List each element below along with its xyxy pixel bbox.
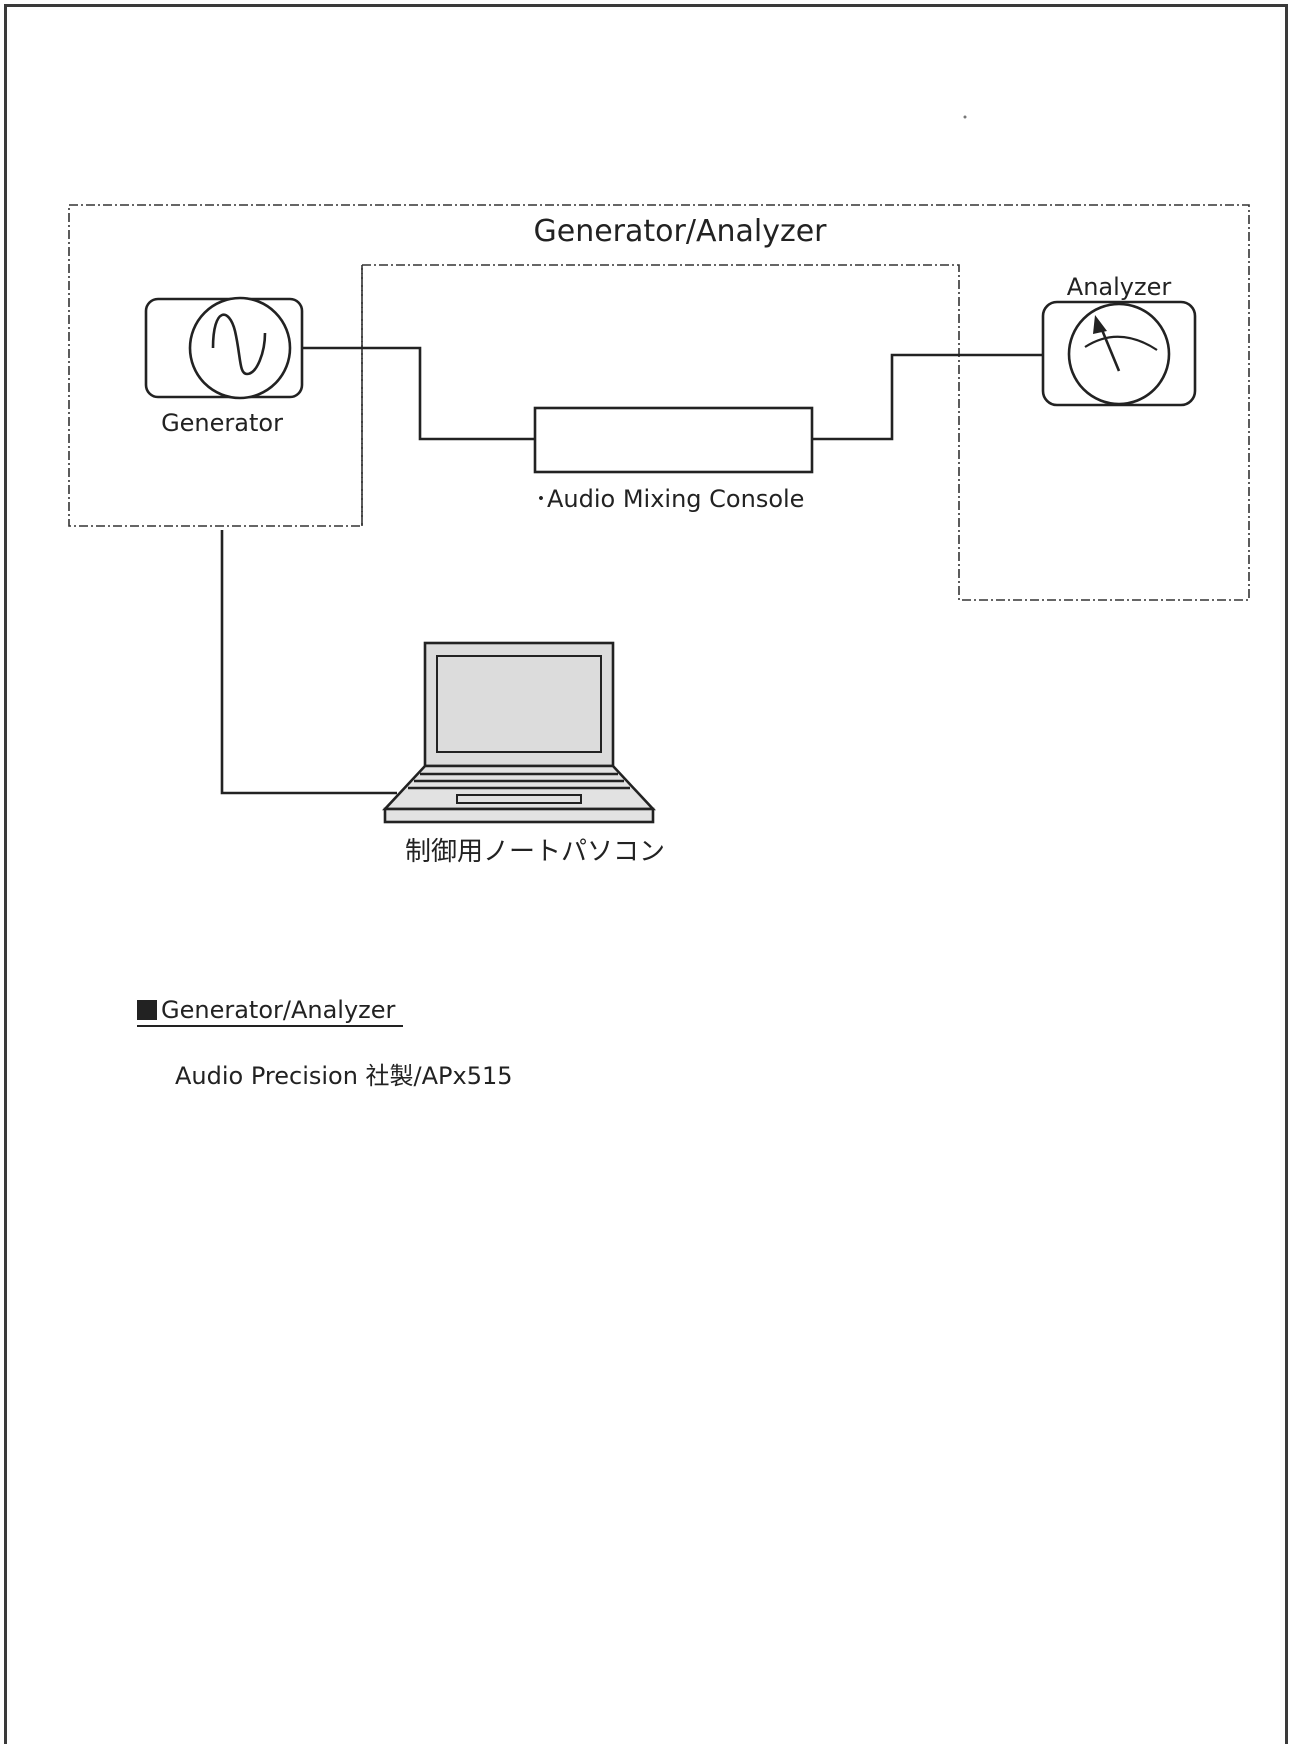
legend-heading-text: Generator/Analyzer (161, 996, 396, 1024)
audio-mixing-console-box (533, 406, 814, 474)
generator-to-laptop-wire (220, 530, 397, 795)
generator-analyzer-boundary (68, 204, 1250, 601)
document-page: Generator/Analyzer Generator Analyzer ･A… (4, 4, 1288, 1744)
generator-device (144, 296, 304, 400)
square-bullet-icon (137, 1000, 157, 1020)
connection-diagram: Generator/Analyzer Generator Analyzer ･A… (68, 115, 1250, 867)
sine-wave-icon (211, 313, 267, 376)
device-model-text: Audio Precision 社製/APx515 (175, 1062, 513, 1090)
laptop-label: 制御用ノートパソコン (405, 837, 665, 867)
generator-label: Generator (161, 409, 283, 437)
meter-needle-icon (1098, 324, 1121, 372)
analyzer-label: Analyzer (1067, 273, 1172, 301)
scan-speck (963, 115, 967, 119)
meter-scale-arc (1084, 335, 1158, 351)
laptop-icon (382, 641, 656, 824)
analyzer-device (1041, 300, 1197, 407)
generator-to-console-wire (302, 346, 535, 441)
meter-needle-tip (1093, 315, 1107, 334)
generator-analyzer-title: Generator/Analyzer (534, 214, 828, 249)
console-to-analyzer-wire (812, 353, 1043, 441)
console-label: ･Audio Mixing Console (535, 485, 804, 513)
legend-heading: Generator/Analyzer (137, 995, 404, 1027)
